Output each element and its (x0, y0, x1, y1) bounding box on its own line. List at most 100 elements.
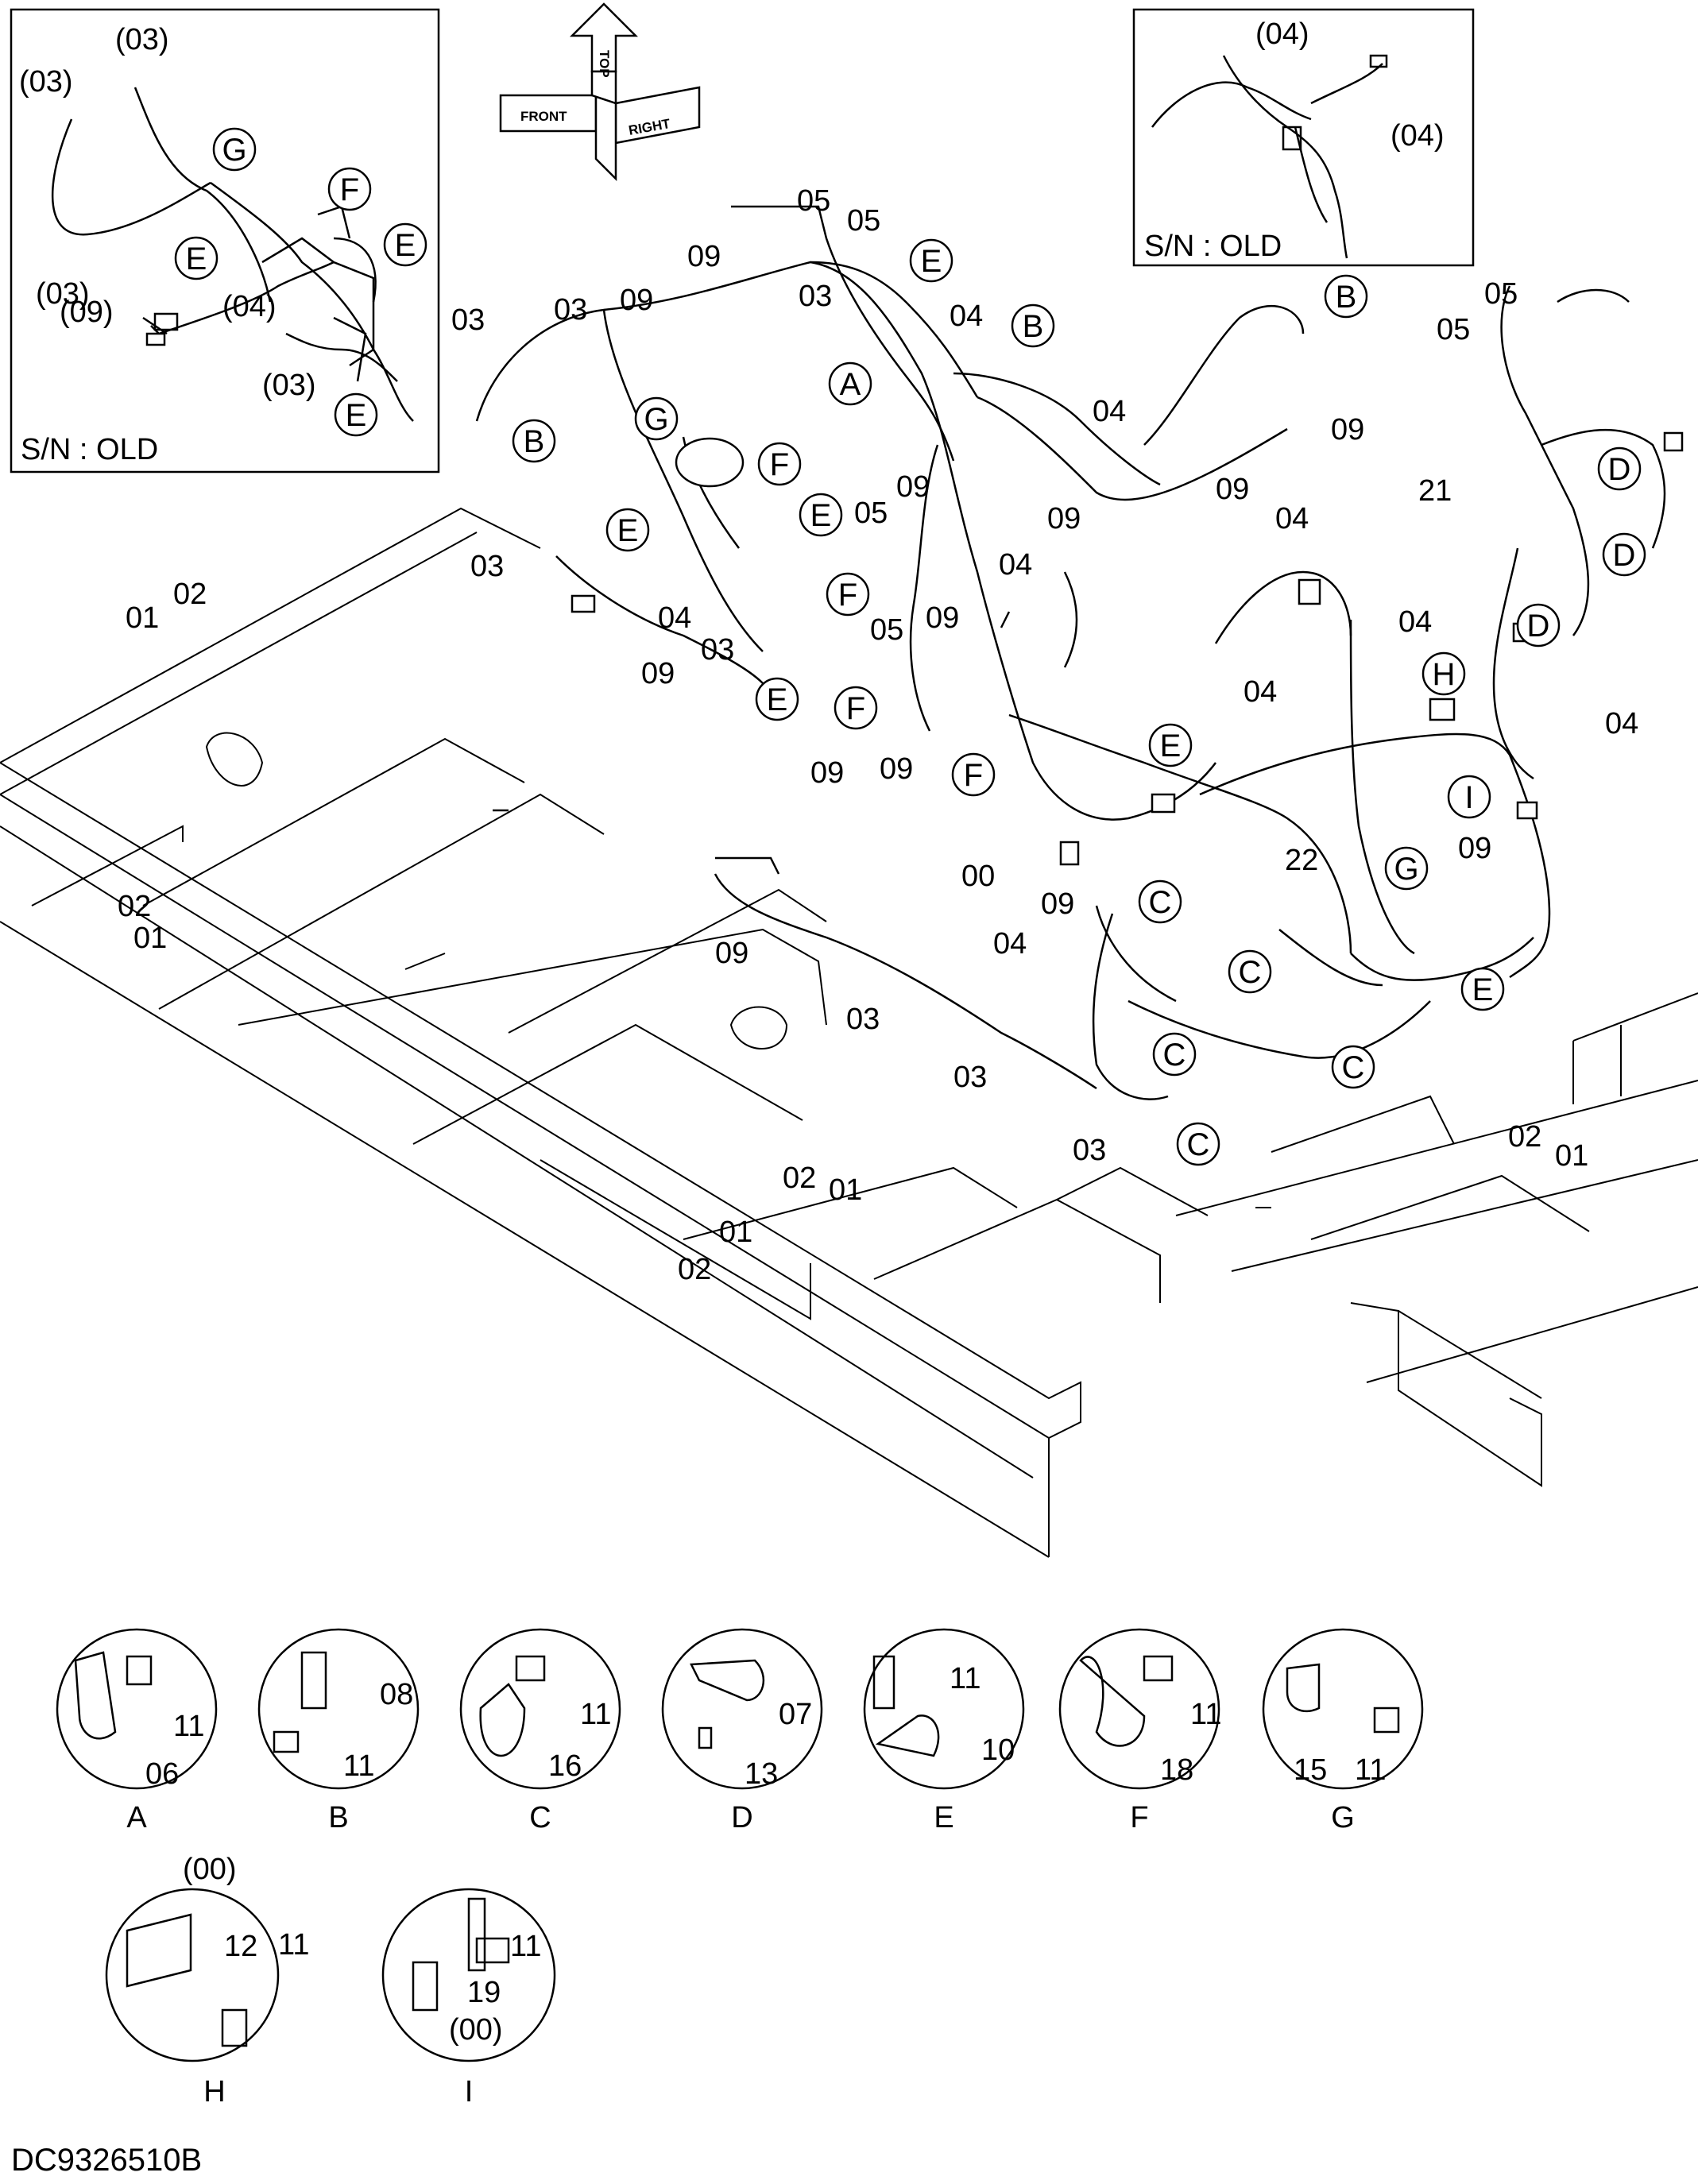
label-09-j: 09 (810, 756, 844, 790)
callout-D-3: D (1527, 609, 1550, 644)
label-09-d: 09 (1216, 473, 1249, 506)
label-02-c: 02 (783, 1162, 816, 1195)
callout-E-5: E (1160, 729, 1182, 763)
callout-C-5: C (1187, 1127, 1210, 1162)
callout-E-2: E (617, 513, 639, 548)
label-09-c: 09 (1331, 413, 1364, 446)
inset-left-callout-E2: E (186, 242, 207, 276)
detail-H-letter: H (203, 2075, 225, 2109)
callout-B-3: B (524, 424, 545, 459)
callout-E-3: E (810, 498, 832, 533)
detail-B-part-08: 08 (380, 1678, 413, 1711)
callout-G-1: G (644, 402, 668, 437)
label-01-d: 01 (719, 1216, 752, 1249)
label-05-a: 05 (797, 184, 830, 218)
label-04-c: 04 (999, 548, 1032, 582)
label-05-c: 05 (854, 497, 888, 530)
label-09-l: 09 (1458, 832, 1491, 865)
harness-connectors (571, 431, 1684, 866)
callout-B-2: B (1336, 280, 1357, 315)
detail-B-part-11: 11 (343, 1749, 374, 1783)
label-03-g: 03 (953, 1061, 987, 1094)
inset-left: G F E E E (03) (03) (03) (09) (04) (03) … (10, 8, 440, 474)
callout-I: I (1464, 780, 1473, 815)
callout-C-2: C (1239, 955, 1262, 990)
label-09-g: 09 (926, 601, 959, 635)
label-01-a: 01 (126, 601, 159, 635)
label-21: 21 (1418, 474, 1452, 508)
detail-A-part-06: 06 (145, 1757, 179, 1791)
label-01-e: 01 (1555, 1139, 1588, 1173)
wiring-harness (475, 205, 1666, 1100)
label-04-h: 04 (993, 927, 1027, 961)
callout-F-1: F (770, 447, 789, 482)
label-05-f: 05 (1437, 313, 1470, 346)
callout-G-2: G (1394, 852, 1418, 887)
inset-right-label-04a: (04) (1255, 17, 1309, 51)
label-09-e: 09 (896, 470, 930, 504)
callout-E-6: E (1472, 972, 1494, 1007)
label-09-h: 09 (641, 657, 675, 690)
inset-left-callout-F: F (340, 172, 359, 207)
inset-left-label-03b: (03) (19, 65, 73, 99)
label-03-c: 03 (451, 303, 485, 337)
detail-C-part-11: 11 (580, 1698, 611, 1731)
label-09-f: 09 (1047, 502, 1081, 535)
label-09-k: 09 (1041, 887, 1074, 921)
label-02-e: 02 (1508, 1120, 1541, 1154)
callout-E-4: E (767, 682, 788, 717)
detail-F-letter: F (1130, 1801, 1148, 1834)
inset-left-label-04: (04) (222, 290, 277, 323)
detail-G-letter: G (1331, 1801, 1355, 1834)
detail-D-letter: D (731, 1801, 752, 1834)
detail-A-letter: A (126, 1801, 147, 1834)
detail-F-part-11: 11 (1190, 1698, 1221, 1731)
detail-I-letter: I (465, 2075, 474, 2109)
inset-left-label-03d: (03) (262, 369, 316, 402)
label-02-a: 02 (173, 578, 207, 611)
label-05-d: 05 (870, 613, 903, 647)
detail-C-letter: C (529, 1801, 551, 1834)
label-03-b: 03 (554, 293, 587, 327)
label-04-a: 04 (950, 300, 983, 333)
label-03-a: 03 (799, 280, 832, 313)
detail-E-part-10: 10 (981, 1734, 1015, 1767)
detail-G-part-15: 15 (1294, 1753, 1327, 1787)
label-03-f: 03 (846, 1003, 880, 1036)
detail-C-part-16: 16 (548, 1749, 582, 1783)
detail-E-part-11: 11 (950, 1662, 981, 1695)
label-05-b: 05 (847, 204, 880, 238)
callout-H: H (1433, 657, 1456, 692)
callout-C-4: C (1342, 1050, 1365, 1085)
orientation-arrows: FRONT TOP RIGHT (499, 2, 701, 182)
detail-F-part-18: 18 (1160, 1753, 1193, 1787)
label-09-i: 09 (880, 752, 913, 786)
label-02-b: 02 (118, 890, 151, 923)
detail-I-part-00: (00) (449, 2013, 503, 2047)
label-04-i: 04 (1605, 707, 1638, 740)
callout-D-2: D (1613, 538, 1636, 573)
inset-left-callout-E: E (395, 228, 416, 263)
inset-left-label-03c: (03) (36, 277, 90, 311)
inset-right-label-04b: (04) (1391, 119, 1445, 153)
detail-A-part-11: 11 (173, 1710, 204, 1743)
detail-I-part-11: 11 (510, 1930, 541, 1963)
detail-D-part-07: 07 (779, 1698, 812, 1731)
label-03-d: 03 (470, 550, 504, 583)
detail-H-part-12: 12 (224, 1930, 257, 1963)
arrow-top-label: TOP (597, 50, 612, 78)
callout-C-3: C (1163, 1038, 1186, 1073)
label-09-b: 09 (620, 284, 653, 317)
inset-left-callout-G: G (222, 133, 246, 168)
label-03-h: 03 (1073, 1134, 1106, 1167)
inset-left-label-09: (09) (60, 296, 114, 329)
label-04-g: 04 (1244, 675, 1277, 709)
inset-left-caption: S/N : OLD (21, 433, 158, 466)
main-part-labels: 05 05 09 03 03 09 03 03 04 04 09 09 09 0… (118, 184, 1638, 1286)
label-04-d: 04 (658, 601, 691, 635)
label-01-b: 01 (133, 922, 167, 955)
detail-H-part-00: (00) (183, 1853, 237, 1886)
callout-D-1: D (1608, 452, 1631, 487)
main-callout-bubbles (512, 238, 1646, 1166)
